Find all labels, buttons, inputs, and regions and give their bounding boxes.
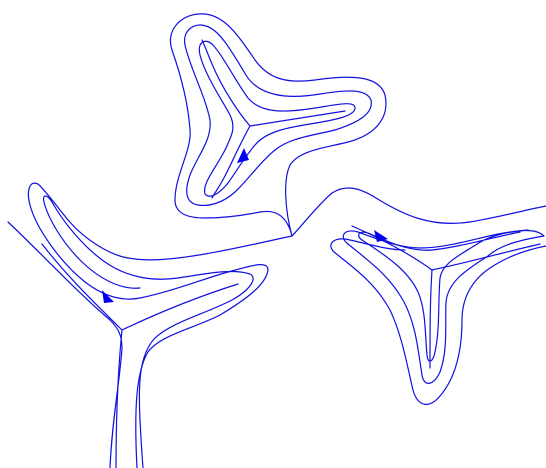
right-spoke-b xyxy=(431,243,541,271)
connecting-curve-right xyxy=(291,187,546,237)
right-trivalent-region xyxy=(330,225,546,405)
right-spoke-c xyxy=(429,269,433,369)
right-spoke-a xyxy=(351,225,433,271)
lower-left-spoke-a xyxy=(41,243,123,331)
upper-spoke-a xyxy=(201,39,251,127)
lower-left-direction-arrow xyxy=(102,290,114,303)
upper-trivalent-region xyxy=(169,13,387,237)
lower-left-inner-contour xyxy=(42,195,254,468)
right-middle-contour xyxy=(342,229,545,384)
connecting-curve xyxy=(127,235,293,261)
upper-spoke-b xyxy=(249,110,346,127)
lower-left-trivalent-region xyxy=(7,182,269,468)
lower-left-spoke-c xyxy=(115,329,123,468)
upper-inner-contour xyxy=(198,40,356,197)
right-direction-arrow xyxy=(374,230,388,242)
lower-left-outer-boundary xyxy=(7,221,123,468)
upper-direction-arrow xyxy=(237,148,249,163)
lower-left-middle-contour xyxy=(27,182,269,468)
upper-outer-boundary xyxy=(169,13,387,237)
right-outer-boundary xyxy=(330,238,546,405)
right-inner-contour xyxy=(358,229,529,362)
lower-left-spoke-b xyxy=(121,283,239,331)
upper-spoke-c xyxy=(211,125,251,199)
upper-middle-contour xyxy=(183,24,372,207)
